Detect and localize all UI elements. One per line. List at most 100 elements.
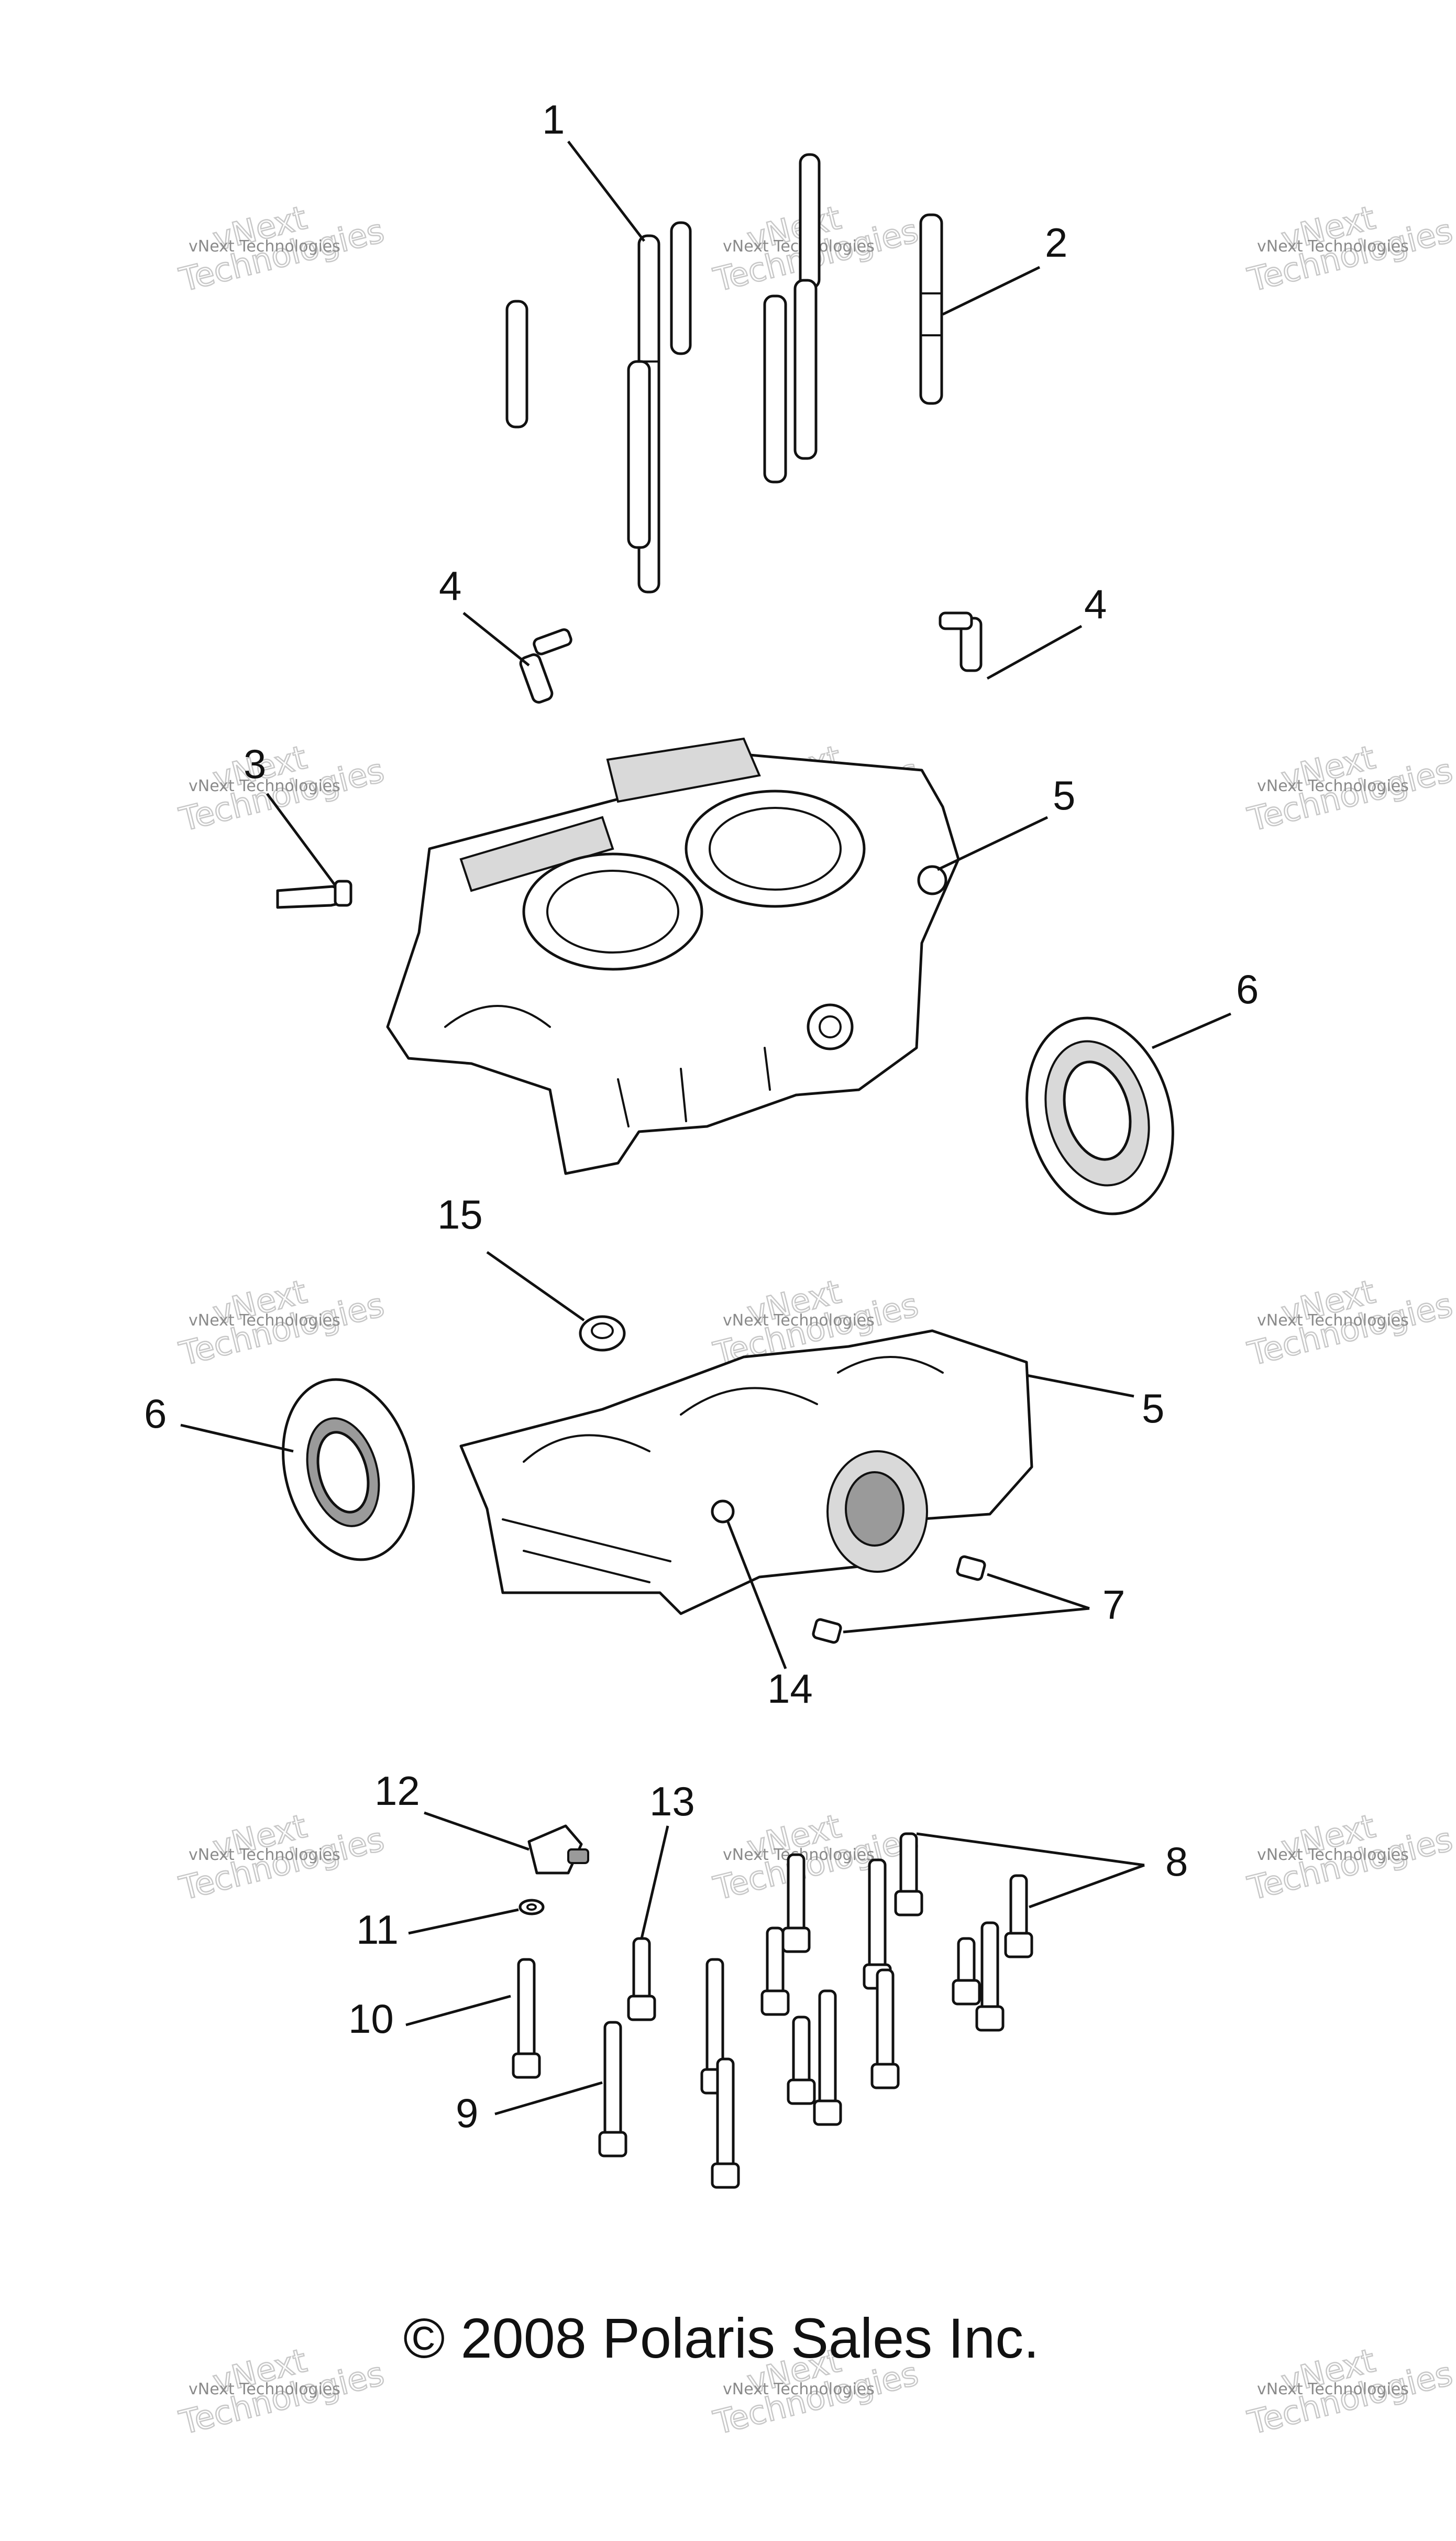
cylinder-bore-left-inner <box>546 870 679 954</box>
leader-line <box>1029 1864 1145 1909</box>
pipe-plug <box>812 1618 842 1644</box>
leader-line <box>640 1825 669 1939</box>
bolt-shank <box>818 1989 837 2113</box>
callout-number: 3 <box>244 741 266 787</box>
bolt-shank <box>603 2021 622 2144</box>
callout-9: 9 <box>456 2081 603 2136</box>
watermark: vNext Technologies vNext Technologies <box>175 1272 389 1374</box>
fitting-body <box>519 653 554 704</box>
callout-11: 11 <box>356 1907 519 1953</box>
bolt-short <box>512 1958 541 2079</box>
callout-number: 6 <box>144 1390 167 1437</box>
callout-number: 15 <box>437 1191 483 1237</box>
watermark: vNext Technologies vNext Technologies <box>175 1806 389 1908</box>
watermark-text: vNext Technologies <box>189 237 340 256</box>
lower-case-outline <box>459 1329 1033 1615</box>
lower-case-dowel <box>711 1499 735 1524</box>
bolt-head <box>894 1890 923 1916</box>
callout-number: 10 <box>348 1996 394 2042</box>
washer-hole <box>526 1903 537 1911</box>
fitting-left <box>519 628 572 704</box>
watermark-text: vNext Technologies <box>723 1311 875 1330</box>
watermark: vNext Technologies vNext Technologies <box>1243 1806 1456 1908</box>
stud <box>670 221 692 355</box>
watermark-text: vNext Technologies <box>1257 1846 1409 1864</box>
cylinder-head-deck-right <box>606 737 761 803</box>
lower-crankcase <box>459 1329 1033 1615</box>
upper-case-outline <box>386 753 960 1175</box>
leader-line <box>726 1521 787 1669</box>
bolt-head <box>627 1995 656 2021</box>
pipe-plug-body <box>812 1618 842 1644</box>
bolt-head <box>813 2099 842 2126</box>
leader-line <box>567 140 645 242</box>
callout-15: 15 <box>437 1191 585 1322</box>
plug-body <box>579 1315 626 1352</box>
bolt-head <box>760 1989 790 2016</box>
leader-line <box>1026 1374 1134 1398</box>
leader-line <box>942 266 1041 316</box>
bolt-head <box>711 2162 740 2189</box>
watermark-text: vNext Technologies <box>189 1311 340 1330</box>
cylinder-bore-right-inner <box>709 807 842 891</box>
callout-number: 5 <box>1142 1385 1164 1431</box>
lower-journal-3 <box>837 1356 944 1374</box>
stud <box>799 153 821 290</box>
callout-number: 14 <box>767 1666 813 1712</box>
lower-case-bearing-bore <box>845 1471 905 1547</box>
callout-number: 4 <box>439 563 461 609</box>
callout-6-left: 6 <box>144 1390 294 1453</box>
cylinder-head-deck-left <box>459 816 614 892</box>
callout-8: 8 <box>916 1832 1188 1909</box>
upper-case-boss-hole <box>819 1015 842 1038</box>
seal-right <box>1025 1016 1174 1215</box>
bolt-shank <box>787 1853 806 1940</box>
leader-line <box>936 816 1049 871</box>
leader-line <box>1152 1012 1231 1049</box>
bolt-shank <box>980 1921 999 2019</box>
stud <box>505 300 528 429</box>
callout-12: 12 <box>374 1768 530 1851</box>
watermark: vNext Technologies vNext Technologies <box>175 198 389 300</box>
leader-line <box>987 1573 1090 1610</box>
bolt-shank <box>517 1958 536 2066</box>
callout-number: 5 <box>1053 772 1075 818</box>
watermark-text: vNext Technologies <box>1257 1311 1409 1330</box>
bolt-head <box>598 2131 627 2157</box>
watermark: vNext Technologies vNext Technologies <box>1243 737 1456 839</box>
tube-fitting <box>276 880 352 909</box>
bolt-shank <box>876 1968 895 2076</box>
leader-line <box>180 1423 294 1453</box>
plug-center <box>591 1322 614 1339</box>
watermark-text: vNext Technologies <box>189 777 340 795</box>
watermark-row-4: vNext Technologies vNext Technologies vN… <box>175 1806 1456 1908</box>
callout-number: 8 <box>1165 1838 1188 1885</box>
callout-6-right: 6 <box>1152 966 1259 1049</box>
watermark-text: vNext Technologies <box>1257 237 1409 256</box>
bolt-head <box>952 1979 981 2006</box>
callout-number: 12 <box>374 1768 420 1814</box>
leader-line <box>266 793 337 886</box>
callout-4-right: 4 <box>986 581 1107 680</box>
case-ribs <box>617 1047 771 1127</box>
bolt-head <box>787 2078 816 2105</box>
pipe-plug-body <box>956 1555 986 1581</box>
leader-line <box>494 2081 603 2116</box>
callout-3: 3 <box>244 741 337 886</box>
bolt-head <box>512 2052 541 2079</box>
sensor-bracket <box>527 1824 589 1875</box>
callout-number: 9 <box>456 2090 478 2136</box>
leader-line <box>843 1607 1090 1634</box>
leader-line <box>405 1995 511 2027</box>
bolt-head <box>975 2005 1005 2032</box>
callout-number: 11 <box>356 1907 399 1953</box>
leader-line <box>486 1251 585 1322</box>
leader-line <box>916 1832 1145 1867</box>
seal-bore <box>1063 1060 1132 1161</box>
watermark: vNext Technologies vNext Technologies <box>1243 1272 1456 1374</box>
plug <box>579 1315 626 1352</box>
fitting-nipple <box>533 628 572 655</box>
callout-1: 1 <box>542 96 645 242</box>
watermark-text: vNext Technologies <box>723 237 875 256</box>
washer <box>519 1899 545 1915</box>
